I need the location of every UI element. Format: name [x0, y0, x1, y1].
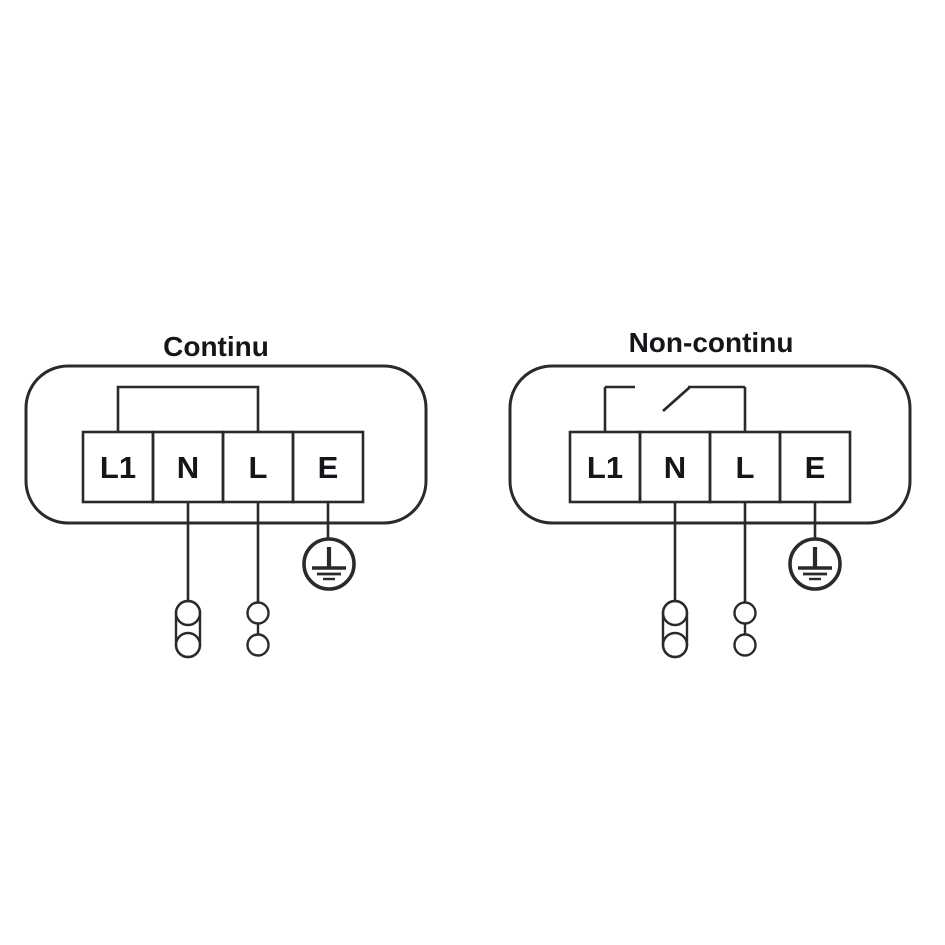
terminal-block: L1 N L E — [568, 430, 852, 504]
terminal-label-e: E — [805, 450, 826, 485]
diagram-title: Non-continu — [629, 327, 794, 358]
terminal-label-l: L — [736, 450, 755, 485]
neutral-connector-icon — [174, 599, 202, 659]
terminal-block: L1 N L E — [81, 430, 365, 504]
switch-blade — [662, 385, 691, 413]
protective-earth-icon — [788, 537, 842, 591]
switch-wire-open — [603, 385, 747, 432]
protective-earth-icon — [302, 537, 356, 591]
live-connector-icon — [733, 601, 757, 657]
terminal-label-l1: L1 — [100, 450, 136, 485]
terminal-label-l: L — [249, 450, 268, 485]
terminal-label-n: N — [664, 450, 686, 485]
diagram-continu: Continu L1 N L E — [24, 331, 428, 659]
neutral-connector-icon — [661, 599, 689, 659]
live-connector-icon — [246, 601, 270, 657]
terminal-label-n: N — [177, 450, 199, 485]
diagram-non-continu: Non-continu L1 N L E — [508, 327, 912, 659]
diagram-title: Continu — [163, 331, 269, 362]
terminal-label-l1: L1 — [587, 450, 623, 485]
device-outline — [24, 364, 428, 525]
bridge-wire-closed — [116, 385, 260, 432]
terminal-label-e: E — [318, 450, 339, 485]
device-outline — [508, 364, 912, 525]
